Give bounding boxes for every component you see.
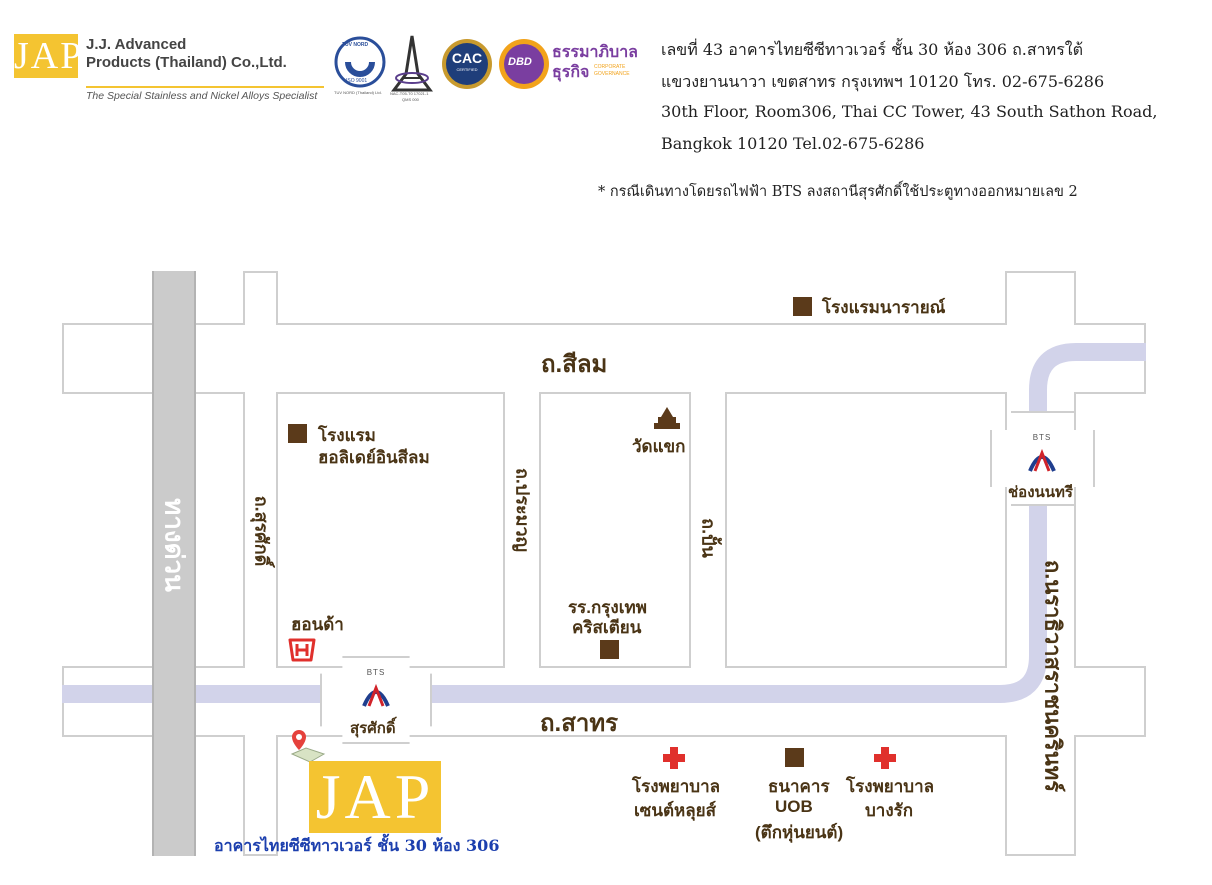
cac-cert-badge: CAC CERTIFIED	[441, 38, 493, 90]
nac-caption: NAC-T05-T0 17021-1	[390, 91, 429, 96]
st-louis-hospital-icon	[663, 747, 685, 769]
company-name: J.J. Advanced Products (Thailand) Co.,Lt…	[86, 36, 287, 72]
bts-chong-nonsi-icon	[1028, 448, 1056, 472]
uob-label-3: (ตึกหุ่นยนต์)	[755, 823, 844, 842]
bts-chong-nonsi-label: ช่องนนทรี	[1008, 484, 1073, 501]
address-english-line1: 30th Floor, Room306, Thai CC Tower, 43 S…	[661, 102, 1158, 121]
wat-khaek-label: วัดแขก	[632, 437, 686, 456]
uob-bank-marker	[785, 748, 804, 767]
bts-chong-nonsi-station	[990, 411, 1095, 506]
company-name-line1: J.J. Advanced	[86, 36, 187, 53]
tuv-seal-icon	[334, 36, 386, 88]
bts-surasak-icon	[362, 683, 390, 707]
surasak-road-label: ถ.สุรศักดิ์	[251, 495, 272, 567]
bangrak-hospital-icon	[874, 747, 896, 769]
tuv-iso-text: ISO 9001	[346, 78, 368, 84]
pan-road-label: ถ.ปั้น	[698, 518, 719, 558]
holiday-inn-marker	[288, 424, 307, 443]
expressway	[152, 271, 196, 856]
honda-label: ฮอนด้า	[291, 615, 344, 634]
uob-label-2: UOB	[775, 797, 813, 816]
narai-hotel-marker	[793, 297, 812, 316]
honda-logo-icon	[288, 638, 316, 662]
temple-icon	[654, 407, 680, 429]
holiday-inn-label-2: ฮอลิเดย์อินสีลม	[318, 448, 430, 467]
holiday-inn-label-1: โรงแรม	[318, 426, 376, 445]
bkk-christian-label-2: คริสเตียน	[572, 618, 642, 637]
bts-exit-note: * กรณีเดินทางโดยรถไฟฟ้า BTS ลงสถานีสุรศั…	[598, 184, 1078, 200]
bts-surasak-label: สุรศักดิ์	[350, 720, 396, 737]
company-name-line2: Products (Thailand) Co.,Ltd.	[86, 54, 287, 71]
bangrak-label-2: บางรัก	[865, 801, 914, 820]
silom-road	[62, 323, 1146, 394]
bkk-christian-marker	[600, 640, 619, 659]
nac-cert-badge: NAC-T05-T0 17021-1 QMS 000	[388, 34, 436, 104]
location-pin-icon	[290, 730, 326, 763]
st-louis-label-1: โรงพยาบาล	[632, 777, 721, 796]
building-caption: อาคารไทยซีซีทาวเวอร์ ชั้น 30 ห้อง 306	[214, 836, 500, 855]
surasak-road	[243, 271, 278, 856]
pan-road	[689, 393, 727, 668]
narathiwat-road	[1005, 271, 1076, 856]
dbd-label: DBD	[508, 56, 532, 68]
dbd-eng: CORPORATE	[594, 64, 626, 70]
company-logo: JAP	[14, 34, 84, 78]
narathiwat-road-label: ถ.นราธิวาสราชนครินทร์	[1040, 559, 1066, 793]
bts-surasak-bts: BTS	[366, 668, 386, 677]
dbd-seal-icon	[499, 39, 549, 89]
address-english-line2: Bangkok 10120 Tel.02-675-6286	[661, 134, 925, 153]
jap-building-logo-text: JAP	[315, 761, 435, 832]
dbd-eng-2: GOVERNANCE	[594, 71, 630, 77]
nac-tower-icon	[391, 35, 433, 92]
sathorn-road	[62, 666, 1146, 737]
tuv-top-text: TÜV NORD	[342, 42, 369, 48]
dbd-cert-badge: DBD ธรรมาภิบาล ธุรกิจ CORPORATE GOVERNAN…	[498, 38, 640, 94]
sathorn-road-label: ถ.สาทร	[540, 710, 619, 737]
tuv-cert-badge: TÜV NORD ISO 9001 TUV NORD (Thailand) Lt…	[334, 36, 386, 100]
expressway-label: ทางด่วน	[159, 498, 190, 592]
company-tagline: The Special Stainless and Nickel Alloys …	[86, 86, 324, 102]
cac-seal-icon	[442, 39, 492, 89]
jap-building-logo: JAP	[309, 761, 441, 833]
address-thai-line1: เลขที่ 43 อาคารไทยซีซีทาวเวอร์ ชั้น 30 ห…	[661, 40, 1083, 59]
pramuan-road	[503, 393, 541, 668]
uob-label-1: ธนาคาร	[768, 777, 830, 796]
narai-hotel-label: โรงแรมนารายณ์	[822, 298, 946, 317]
tuv-caption: TUV NORD (Thailand) Ltd.	[334, 90, 382, 95]
bkk-christian-label-1: รร.กรุงเทพ	[568, 598, 647, 617]
dbd-thai: ธรรมาภิบาล	[552, 42, 638, 61]
address-thai-line2: แขวงยานนาวา เขตสาทร กรุงเทพฯ 10120 โทร. …	[661, 72, 1105, 91]
bts-chong-nonsi-bts: BTS	[1032, 433, 1052, 442]
cac-label: CAC	[451, 50, 483, 66]
jap-logo-text: JAP	[14, 34, 84, 78]
bangrak-label-1: โรงพยาบาล	[846, 777, 935, 796]
pramuan-road-label: ถ.ประมวญ	[512, 468, 533, 552]
st-louis-label-2: เซนต์หลุยส์	[634, 801, 716, 820]
silom-road-label: ถ.สีลม	[541, 351, 608, 378]
dbd-thai-2: ธุรกิจ	[552, 62, 590, 81]
nac-caption-2: QMS 000	[402, 97, 419, 102]
cac-sub: CERTIFIED	[456, 67, 478, 72]
bts-surasak-station	[320, 656, 432, 744]
